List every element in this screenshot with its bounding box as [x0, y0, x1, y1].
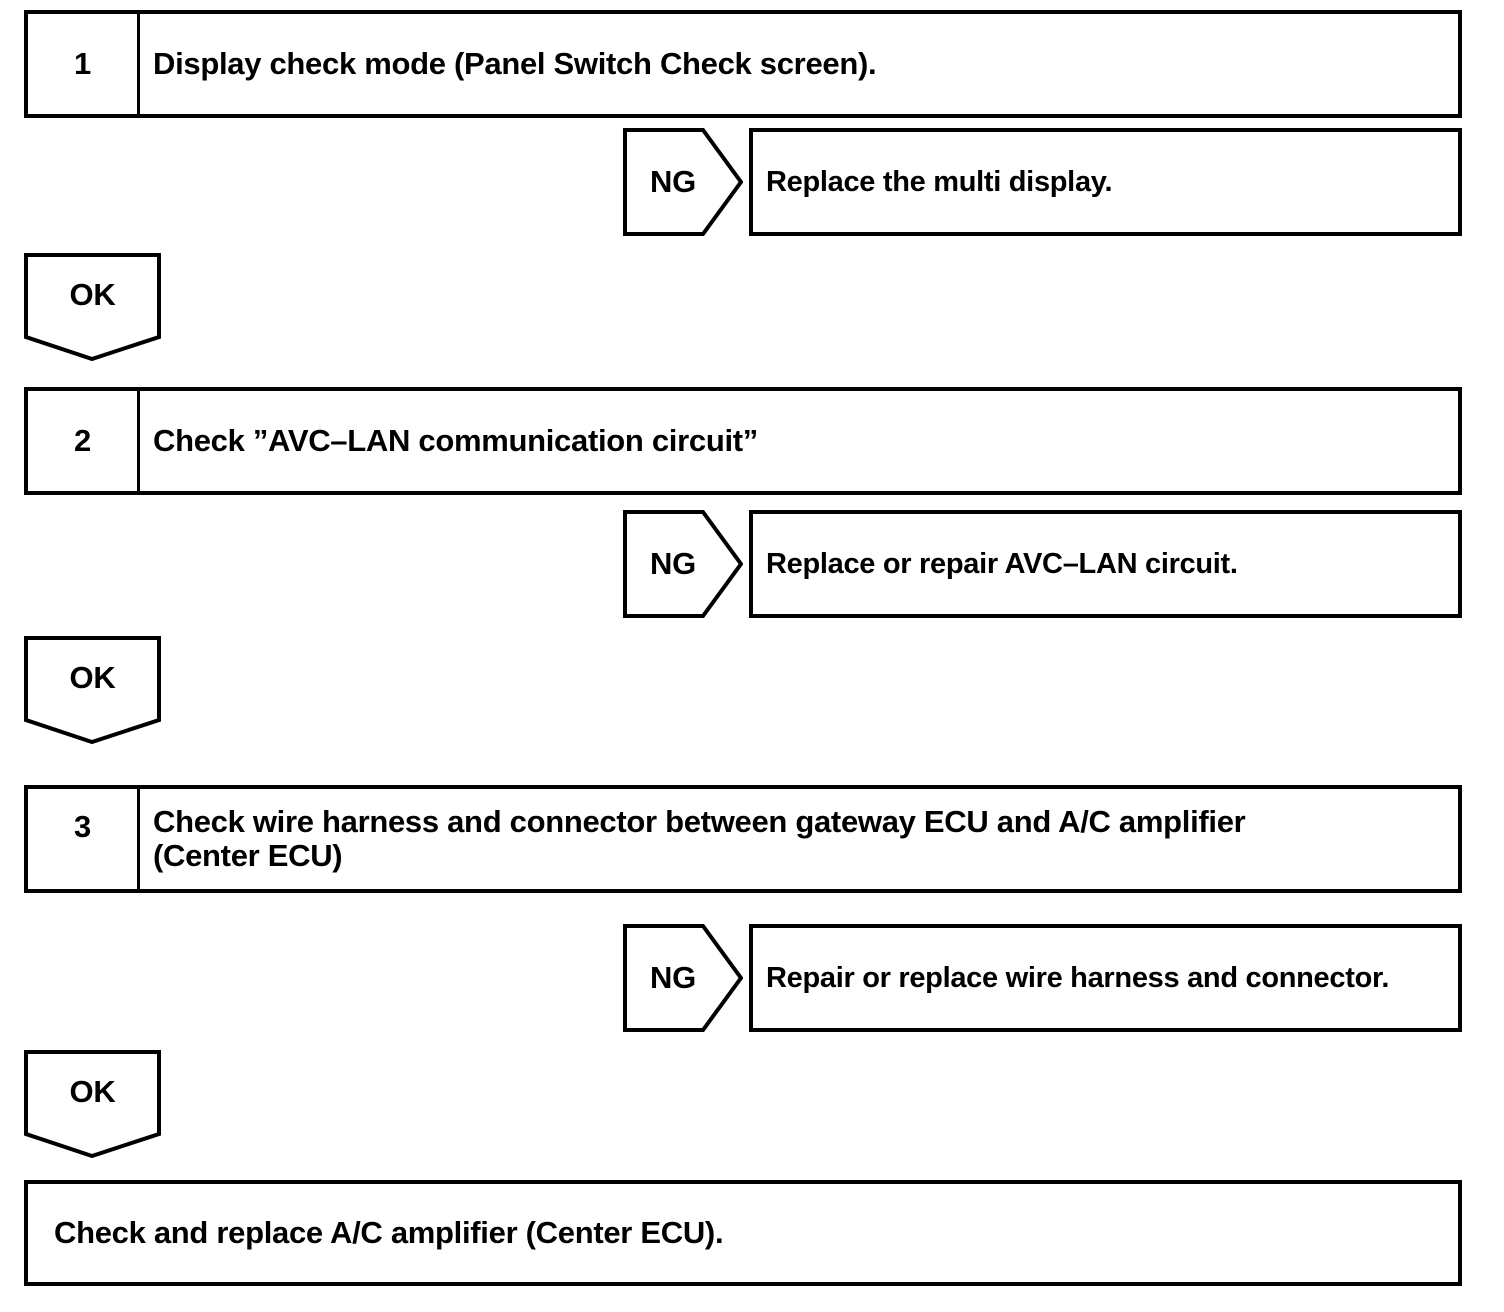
ng-branch-2-arrow: NG — [623, 510, 743, 618]
final-action-box: Check and replace A/C amplifier (Center … — [24, 1180, 1462, 1286]
ng-pentagon-right-icon — [623, 128, 743, 236]
ok-connector-2-label: OK — [69, 660, 116, 695]
step-1-box: 1 Display check mode (Panel Switch Check… — [24, 10, 1462, 118]
ng-pentagon-right-icon — [623, 924, 743, 1032]
ng-branch-1-label: NG — [650, 164, 696, 199]
ok-pentagon-down-icon — [24, 1050, 161, 1158]
ng-branch-3-result-box: Repair or replace wire harness and conne… — [749, 924, 1462, 1032]
ng-branch-2-label: NG — [650, 546, 696, 581]
step-3-instruction-line-2: (Center ECU) — [153, 838, 343, 873]
step-2-box: 2 Check ”AVC–LAN communication circuit” — [24, 387, 1462, 495]
step-3-instruction-line-1: Check wire harness and connector between… — [153, 804, 1246, 839]
step-2-instruction: Check ”AVC–LAN communication circuit” — [140, 391, 1458, 491]
step-3-box: 3 Check wire harness and connector betwe… — [24, 785, 1462, 893]
step-1-instruction-line-1: Display check mode (Panel Switch Check s… — [153, 46, 877, 81]
ng-branch-3-label: NG — [650, 960, 696, 995]
ng-branch-2-result-text: Replace or repair AVC–LAN circuit. — [766, 547, 1238, 580]
ok-pentagon-down-icon — [24, 253, 161, 361]
ok-connector-3-label: OK — [69, 1074, 116, 1109]
step-3-number-cell: 3 — [28, 789, 140, 889]
step-3-instruction: Check wire harness and connector between… — [140, 789, 1458, 889]
step-2-number-cell: 2 — [28, 391, 140, 491]
ng-branch-1-arrow: NG — [623, 128, 743, 236]
step-2-number: 2 — [74, 423, 91, 458]
ng-pentagon-right-icon — [623, 510, 743, 618]
ng-branch-2-result-box: Replace or repair AVC–LAN circuit. — [749, 510, 1462, 618]
ok-pentagon-down-icon — [24, 636, 161, 744]
final-action-text: Check and replace A/C amplifier (Center … — [54, 1215, 724, 1250]
ok-connector-3: OK — [24, 1050, 161, 1158]
step-1-number: 1 — [74, 46, 91, 81]
ok-connector-1: OK — [24, 253, 161, 361]
ng-branch-3-arrow: NG — [623, 924, 743, 1032]
ok-connector-1-label: OK — [69, 277, 116, 312]
step-1-number-cell: 1 — [28, 14, 140, 114]
step-2-instruction-line-1: Check ”AVC–LAN communication circuit” — [153, 423, 758, 458]
step-1-instruction: Display check mode (Panel Switch Check s… — [140, 14, 1458, 114]
ng-branch-1-result-box: Replace the multi display. — [749, 128, 1462, 236]
ng-branch-3-result-text: Repair or replace wire harness and conne… — [766, 961, 1390, 994]
ng-branch-1-result-text: Replace the multi display. — [766, 165, 1113, 198]
ok-connector-2: OK — [24, 636, 161, 744]
step-3-number: 3 — [74, 809, 91, 844]
